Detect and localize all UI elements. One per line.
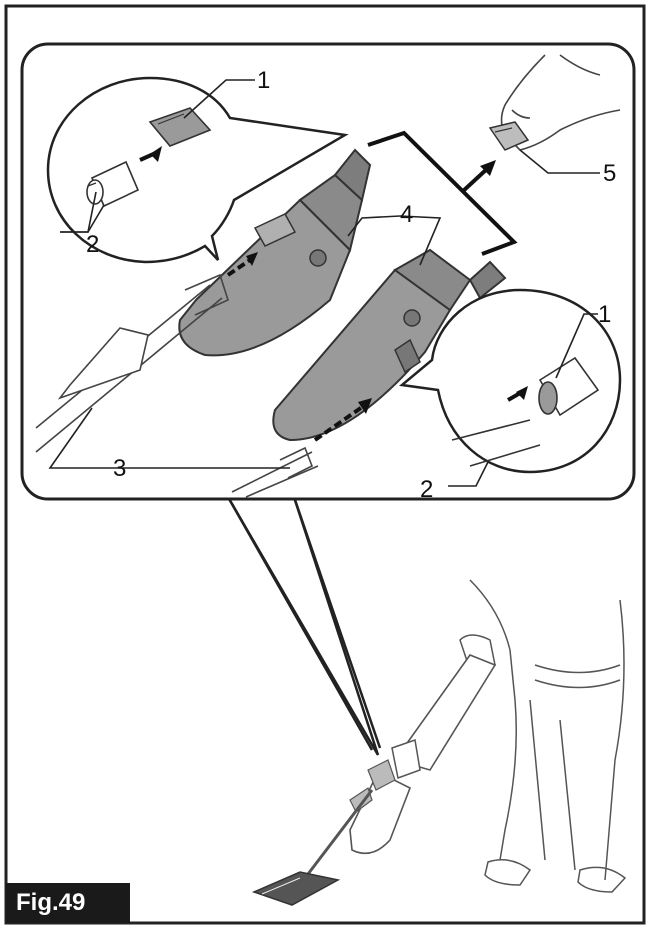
hose-right [231, 446, 319, 498]
insert-arrow-right [313, 398, 372, 442]
callout-3: 3 [113, 455, 126, 482]
dust-case-right [272, 248, 507, 442]
leader-lines [48, 79, 600, 487]
callout-2-right: 2 [420, 476, 433, 503]
removal-arrow-head [480, 160, 496, 176]
insert-arrow-left [226, 252, 258, 277]
callout-5: 5 [603, 160, 616, 187]
callout-1-right: 1 [598, 301, 611, 328]
callout-1-top: 1 [257, 67, 270, 94]
pointer-line-left [226, 496, 374, 751]
pointer-line-right [292, 496, 382, 749]
vacuum-illustration [251, 654, 497, 906]
person-illustration [459, 579, 627, 893]
hose-left [35, 273, 229, 453]
callout-2-left: 2 [86, 231, 99, 258]
nozzle-adapter [488, 121, 530, 151]
figure-label: Fig.49 [6, 883, 130, 923]
dust-case-left [178, 148, 372, 357]
callout-4: 4 [400, 201, 413, 228]
page-border [4, 4, 646, 925]
removal-arrow [367, 130, 518, 256]
zoom-circle-right [399, 288, 622, 474]
zoom-circle-top [46, 76, 349, 264]
